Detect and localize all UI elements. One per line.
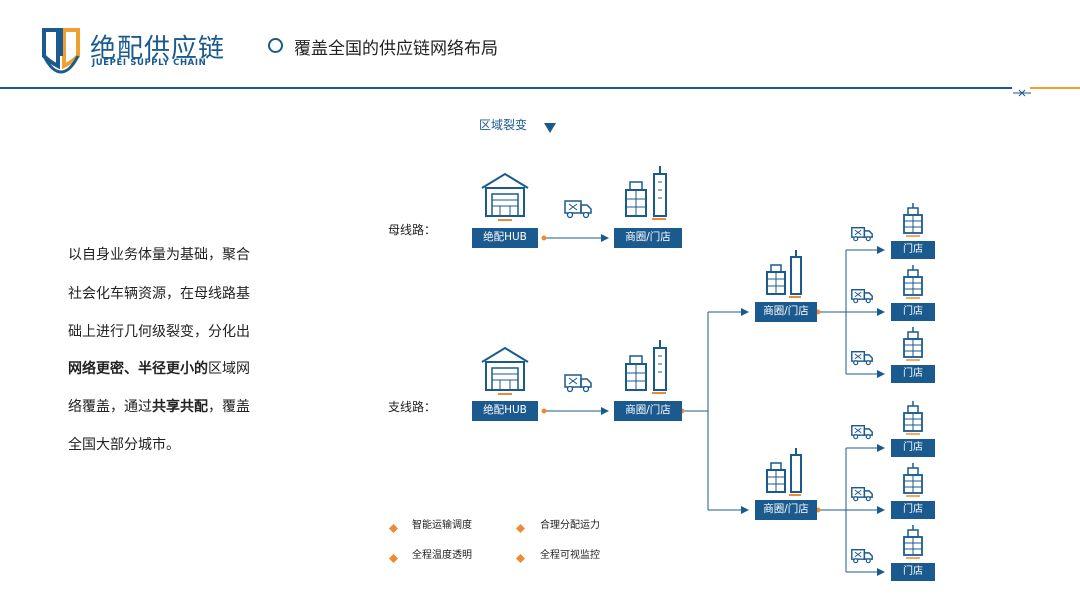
shop-building-icon	[764, 446, 808, 500]
delivery-truck-icon	[851, 485, 873, 507]
description-line: 以自身业务体量为基础，聚合	[68, 247, 250, 263]
legend-marker-icon	[516, 548, 525, 567]
description-highlight: 共享共配	[152, 399, 208, 415]
hub-node: 绝配HUB	[472, 228, 538, 248]
legend-item: 合理分配运力	[540, 520, 600, 531]
description-text: 区域网	[208, 361, 250, 377]
shop-building-icon	[622, 338, 674, 398]
store-node: 门店	[891, 501, 935, 519]
store-building-icon	[901, 327, 925, 365]
description-line: 网络更密、半径更小的区域网	[68, 358, 250, 378]
header-divider-accent	[1030, 87, 1080, 89]
brand-name: 绝配供应链	[90, 34, 226, 64]
legend-item: 智能运输调度	[412, 520, 472, 531]
description-line: 络覆盖，通过共享共配，覆盖	[68, 396, 250, 416]
legend-marker-icon	[389, 518, 398, 537]
shop-node: 商圈/门店	[755, 500, 817, 520]
description-line: 础上进行几何级裂变，分化出	[68, 324, 250, 340]
store-node: 门店	[891, 563, 935, 581]
legend-marker-icon	[516, 518, 525, 537]
main-route-label: 母线路：	[388, 223, 437, 237]
delivery-truck-icon	[564, 198, 592, 224]
store-building-icon	[901, 525, 925, 563]
shop-building-icon	[764, 248, 808, 302]
delivery-truck-icon	[851, 225, 873, 247]
store-building-icon	[901, 203, 925, 241]
store-building-icon	[901, 265, 925, 303]
brand-name-english: JUEPEI SUPPLY CHAIN	[92, 58, 207, 68]
shop-node: 商圈/门店	[614, 401, 682, 421]
store-node: 门店	[891, 303, 935, 321]
divider-ornament-icon	[1013, 83, 1031, 97]
store-building-icon	[901, 401, 925, 439]
delivery-truck-icon	[564, 372, 592, 398]
description-text: 络覆盖，通过	[68, 399, 152, 415]
store-node: 门店	[891, 439, 935, 457]
triangle-down-icon	[544, 118, 556, 137]
store-node: 门店	[891, 241, 935, 259]
legend-item: 全程可视监控	[540, 550, 600, 561]
hub-node: 绝配HUB	[472, 401, 538, 421]
title-bullet-icon	[268, 38, 283, 53]
legend-marker-icon	[389, 548, 398, 567]
delivery-truck-icon	[851, 287, 873, 309]
warehouse-icon	[478, 344, 532, 402]
delivery-truck-icon	[851, 423, 873, 445]
page-title: 覆盖全国的供应链网络布局	[294, 39, 498, 59]
description-line: 全国大部分城市。	[68, 437, 180, 453]
legend-item: 全程温度透明	[412, 550, 472, 561]
store-node: 门店	[891, 365, 935, 383]
warehouse-icon	[478, 170, 532, 228]
store-building-icon	[901, 463, 925, 501]
logo-emblem	[40, 26, 82, 74]
description-text: ，覆盖	[208, 399, 250, 415]
shop-node: 商圈/门店	[755, 302, 817, 322]
description-highlight: 网络更密、半径更小的	[68, 361, 208, 377]
section-label: 区域裂变	[479, 118, 528, 132]
delivery-truck-icon	[851, 349, 873, 371]
shop-node: 商圈/门店	[614, 228, 682, 248]
branch-route-label: 支线路：	[388, 400, 437, 414]
description-line: 社会化车辆资源，在母线路基	[68, 286, 250, 302]
shop-building-icon	[622, 164, 674, 224]
header-divider	[0, 87, 1012, 89]
delivery-truck-icon	[851, 547, 873, 569]
